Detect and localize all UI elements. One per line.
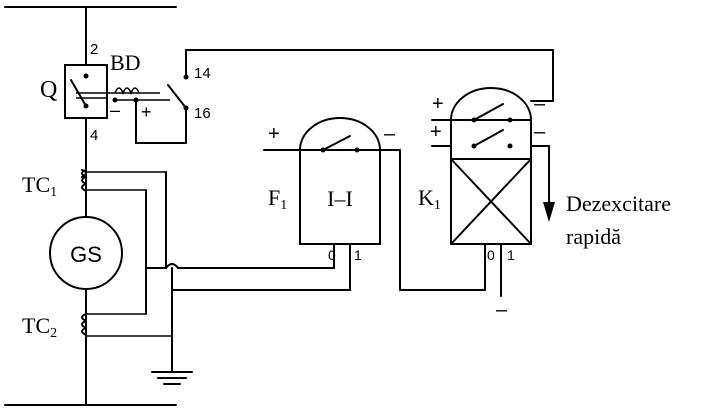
label-f1: F1	[268, 185, 287, 213]
relay-f1-contact-right	[354, 147, 360, 153]
ground-icon	[151, 371, 193, 385]
relay-k1-contact2-blade	[473, 129, 504, 147]
label-q: Q	[40, 77, 57, 103]
label-rapida: rapidă	[566, 224, 621, 249]
relay-k1-coil-diag-2	[450, 158, 532, 245]
f1-minus-sign: –	[384, 123, 396, 145]
bd-coil-terminal-left	[112, 97, 118, 103]
f1-plus-sign: +	[268, 123, 280, 145]
k1-plus-lower: +	[430, 121, 442, 143]
relay-f1-dome	[298, 117, 382, 151]
terminal-2: 2	[90, 41, 98, 58]
k1-minus-lower: –	[534, 121, 546, 143]
k1-plus-upper: +	[432, 93, 444, 115]
terminal-4: 4	[90, 127, 98, 144]
breaker-q-terminal-top	[83, 73, 89, 79]
k1-minus-upper: –	[534, 93, 546, 115]
bd-minus-sign: –	[110, 100, 120, 120]
bd-blade	[167, 84, 187, 109]
label-dezexcitare: Dezexcitare	[566, 191, 671, 216]
breaker-q-body	[64, 64, 108, 119]
label-tc1: TC1	[22, 172, 57, 200]
bd-coil	[107, 87, 140, 96]
label-relay-f1: I–I	[327, 186, 353, 211]
tc1-primary	[81, 169, 87, 192]
relay-f1-contact-blade	[322, 135, 351, 151]
label-tc2: TC2	[22, 313, 57, 341]
generator-gs	[49, 216, 123, 290]
f1-terminal-1: 1	[354, 247, 362, 263]
arrow-down-icon	[543, 202, 555, 222]
f1-terminal-0: 0	[328, 247, 336, 263]
relay-k1-contact1-right	[507, 117, 513, 123]
relay-k1-contact2-right	[507, 143, 513, 149]
k1-bottom-minus: –	[496, 299, 508, 321]
current-transformer-tc1	[81, 169, 167, 311]
tc1-core	[81, 169, 87, 178]
relay-f1	[263, 117, 486, 291]
breaker-q	[64, 64, 108, 119]
tc2-primary	[81, 313, 87, 336]
wire-crossover	[165, 263, 179, 269]
relay-f1-body	[299, 149, 381, 245]
bd-plus-sign: +	[141, 102, 152, 122]
relay-k1-body	[450, 119, 532, 245]
bd-auxiliary-contact	[107, 49, 189, 144]
terminal-14: 14	[194, 65, 211, 82]
relay-k1	[431, 87, 555, 297]
k1-terminal-1: 1	[507, 247, 515, 263]
relay-k1-contact1-blade	[473, 103, 504, 121]
terminal-16: 16	[194, 105, 211, 122]
current-transformer-tc2	[81, 313, 172, 337]
relay-k1-dome	[449, 87, 533, 121]
label-bd: BD	[110, 50, 141, 75]
k1-terminal-0: 0	[487, 247, 495, 263]
label-k1: K1	[418, 185, 441, 213]
label-gs: GS	[70, 242, 102, 267]
